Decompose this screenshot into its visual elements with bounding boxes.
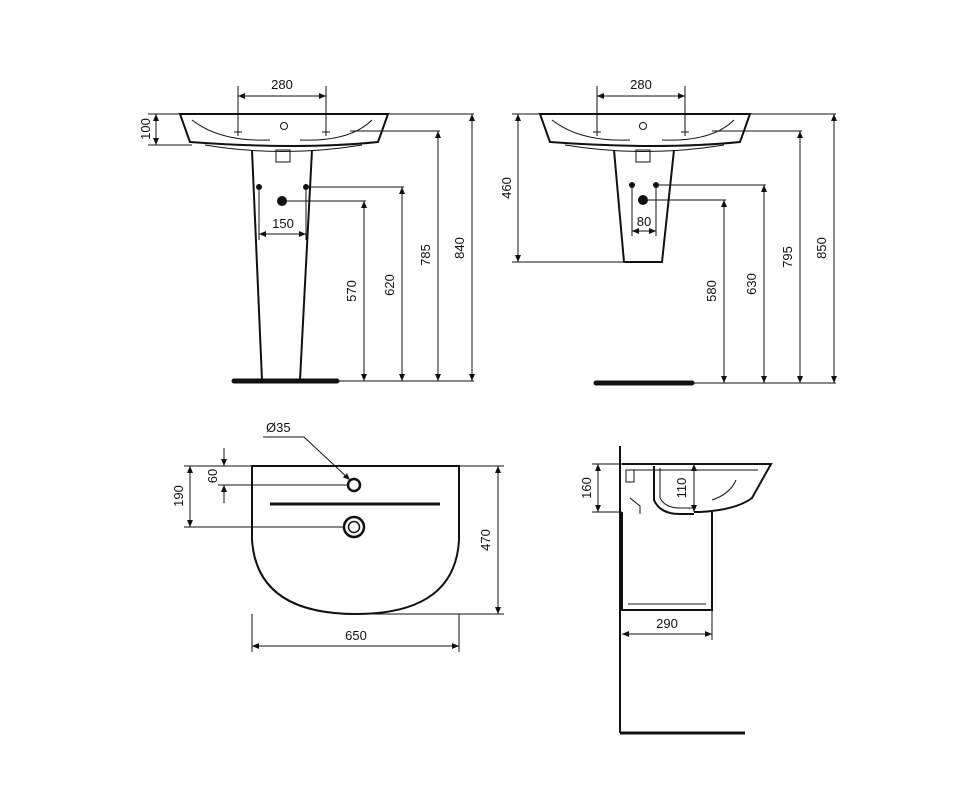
wall-fixing xyxy=(625,469,635,483)
semi-pedestal-outline xyxy=(613,149,675,263)
basin-side-outline xyxy=(622,463,773,513)
basin-bowl-curve xyxy=(191,119,271,141)
dim-tap-hole-diameter-label: Ø35 xyxy=(266,420,291,435)
basin-bowl-curve-right xyxy=(299,119,373,141)
inlet-dot-left xyxy=(256,184,262,190)
dim-width-label: 650 xyxy=(345,628,367,643)
basin-underside xyxy=(564,144,725,152)
basin-bowl-curve xyxy=(551,119,631,141)
tap-hole xyxy=(346,477,362,493)
overflow-hole xyxy=(280,122,288,130)
overflow-hole xyxy=(639,122,647,130)
side-view: 160 110 290 xyxy=(579,446,773,735)
dim-tap-spacing-label: 280 xyxy=(630,77,652,92)
pedestal-outline xyxy=(251,149,313,381)
waste-dot xyxy=(638,195,648,205)
dim-bowl-depth-label: 110 xyxy=(674,478,689,499)
dim-wall-projection-label: 290 xyxy=(656,616,678,631)
waste-trap xyxy=(275,149,291,163)
dim-rim-height-label: 850 xyxy=(814,237,829,259)
dim-basin-depth-label: 160 xyxy=(579,477,594,499)
basin-outline xyxy=(178,113,390,147)
dim-rim-height-label: 840 xyxy=(452,237,467,259)
bracket-detail xyxy=(629,497,641,514)
dim-semi-ped-drop-label: 460 xyxy=(499,177,514,199)
dim-tap-offset-label: 60 xyxy=(205,469,220,483)
bowl-profile xyxy=(653,466,694,515)
dim-basin-height-label: 100 xyxy=(138,118,153,140)
dim-waste-height-label: 580 xyxy=(704,280,719,302)
plan-view: Ø35 60 190 470 650 xyxy=(171,420,504,652)
dim-tap-spacing-label: 280 xyxy=(271,77,293,92)
dim-inlet-spacing-label: 80 xyxy=(637,214,651,229)
inlet-dot-left xyxy=(629,182,635,188)
waste-dot xyxy=(277,196,287,206)
bowl-inner-profile xyxy=(659,468,692,509)
basin-underside xyxy=(204,144,363,152)
basin-outline xyxy=(538,113,752,147)
basin-bowl-curve-right xyxy=(661,119,735,141)
front-view-pedestal: 280 100 150 570 620 785 840 xyxy=(138,77,475,384)
semi-pedestal-side xyxy=(621,512,713,611)
dim-inlet-height-label: 620 xyxy=(382,274,397,296)
dim-inlet-height-label: 630 xyxy=(744,273,759,295)
dim-depth-label: 470 xyxy=(478,529,493,551)
dim-waste-offset-label: 190 xyxy=(171,485,186,507)
waste-trap xyxy=(635,149,651,163)
dim-overflow-height-label: 795 xyxy=(780,246,795,268)
dim-inlet-spacing-label: 150 xyxy=(272,216,294,231)
waste-outlet-inner xyxy=(347,520,361,534)
waste-outlet-outer xyxy=(342,515,366,539)
bowl-front-curve xyxy=(711,479,737,501)
basin-plan-outline xyxy=(251,465,460,616)
front-view-semi-pedestal: 280 460 80 580 630 795 850 xyxy=(499,77,837,386)
dim-overflow-height-label: 785 xyxy=(418,244,433,266)
dim-waste-height-label: 570 xyxy=(344,280,359,302)
